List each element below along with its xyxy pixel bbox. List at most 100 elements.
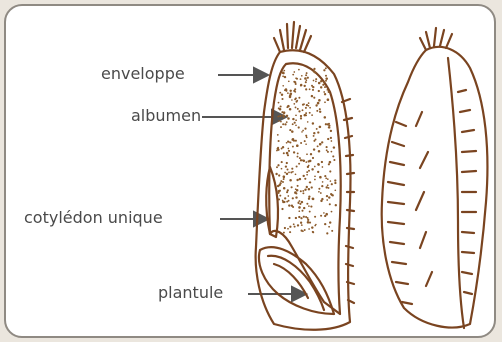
albumen-dot [282, 123, 284, 125]
albumen-dot [280, 126, 282, 128]
cotyledon-outline [266, 167, 278, 237]
albumen-dot [299, 157, 301, 159]
albumen-dot [304, 128, 306, 130]
albumen-dot [315, 224, 317, 226]
albumen-dot [288, 80, 290, 82]
albumen-dot [277, 164, 279, 166]
exterior-hatching-right [458, 90, 476, 294]
albumen-dot [305, 161, 307, 163]
albumen-dot [313, 132, 315, 134]
albumen-dot [308, 188, 310, 190]
albumen-dot [306, 136, 308, 138]
exterior-outline [382, 47, 488, 328]
albumen-dot [308, 102, 310, 104]
albumen-dot [309, 88, 311, 90]
albumen-dot [288, 150, 290, 152]
albumen-dot [287, 169, 289, 171]
albumen-dot [328, 196, 330, 198]
albumen-dot [291, 99, 293, 101]
albumen-dot [304, 140, 306, 142]
albumen-dot [300, 159, 302, 161]
albumen-dot [283, 187, 286, 190]
albumen-dot [331, 211, 333, 213]
albumen-dot [304, 189, 306, 191]
albumen-dot [318, 82, 321, 85]
albumen-dot [300, 85, 302, 87]
albumen-dot [297, 185, 299, 187]
albumen-dot [281, 161, 283, 163]
albumen-dot [318, 188, 320, 190]
albumen-dot [305, 88, 307, 90]
albumen-dot [324, 175, 326, 177]
albumen-dot [335, 204, 337, 206]
albumen-dot [305, 81, 307, 83]
albumen-dot [329, 161, 332, 164]
albumen-dot [305, 74, 307, 76]
albumen-dot [298, 69, 300, 71]
albumen-dot [323, 91, 325, 93]
albumen-dot [298, 216, 300, 218]
albumen-dot [287, 117, 290, 120]
albumen-dot [327, 184, 329, 186]
albumen-dot [324, 93, 326, 95]
albumen-dot [308, 228, 310, 230]
albumen-dot [305, 143, 307, 145]
albumen-dot [289, 226, 291, 228]
albumen-dot [309, 112, 311, 114]
albumen-dot [323, 81, 325, 83]
albumen-dot [294, 191, 297, 194]
albumen-dot [302, 159, 304, 161]
albumen-dot [297, 152, 299, 154]
albumen-dot [326, 195, 328, 197]
albumen-dot [321, 141, 323, 143]
albumen-dot [281, 98, 283, 100]
albumen-dot [295, 140, 297, 142]
albumen-dot [317, 131, 319, 133]
albumen-dot [319, 108, 321, 110]
albumen-dot [288, 204, 290, 206]
albumen-dot [323, 212, 325, 214]
albumen-dot [324, 86, 326, 88]
albumen-dot [292, 146, 294, 148]
albumen-dot [311, 96, 313, 98]
diagram-frame: enveloppe albumen cotylédon unique plant… [4, 4, 496, 338]
albumen-dot [300, 217, 302, 219]
albumen-dot [283, 232, 285, 234]
albumen-dot [282, 146, 284, 148]
albumen-dot [311, 85, 313, 87]
albumen-dot [329, 170, 331, 172]
albumen-dot [321, 161, 323, 163]
albumen-dot [282, 75, 284, 77]
albumen-dot [301, 201, 303, 203]
albumen-dot [295, 217, 297, 219]
albumen-dot [287, 189, 289, 191]
albumen-dot [292, 74, 294, 76]
albumen-dot [320, 215, 322, 217]
albumen-dot [291, 168, 293, 170]
albumen-dot [297, 202, 299, 204]
albumen-dot [286, 173, 288, 175]
albumen-dot [295, 119, 297, 121]
albumen-dot [296, 100, 298, 102]
albumen-dot [287, 92, 289, 94]
albumen-dot [307, 121, 309, 123]
albumen-dot [284, 76, 286, 78]
albumen-dot [283, 178, 285, 180]
albumen-dot [305, 113, 307, 115]
albumen-dot [306, 72, 308, 74]
albumen-dot [313, 68, 315, 70]
albumen-dot [313, 80, 315, 82]
albumen-dot [299, 200, 301, 202]
albumen-dot [325, 77, 328, 80]
albumen-dot [303, 103, 305, 105]
albumen-dot [324, 223, 326, 225]
albumen-dot [283, 70, 285, 72]
albumen-dot [306, 203, 308, 205]
albumen-dot [309, 107, 311, 109]
seed-exterior [382, 28, 488, 328]
albumen-dot [288, 172, 290, 174]
albumen-dot [313, 135, 315, 137]
albumen-dot [281, 93, 283, 95]
albumen-dot [331, 230, 333, 232]
albumen-dot [289, 129, 291, 131]
